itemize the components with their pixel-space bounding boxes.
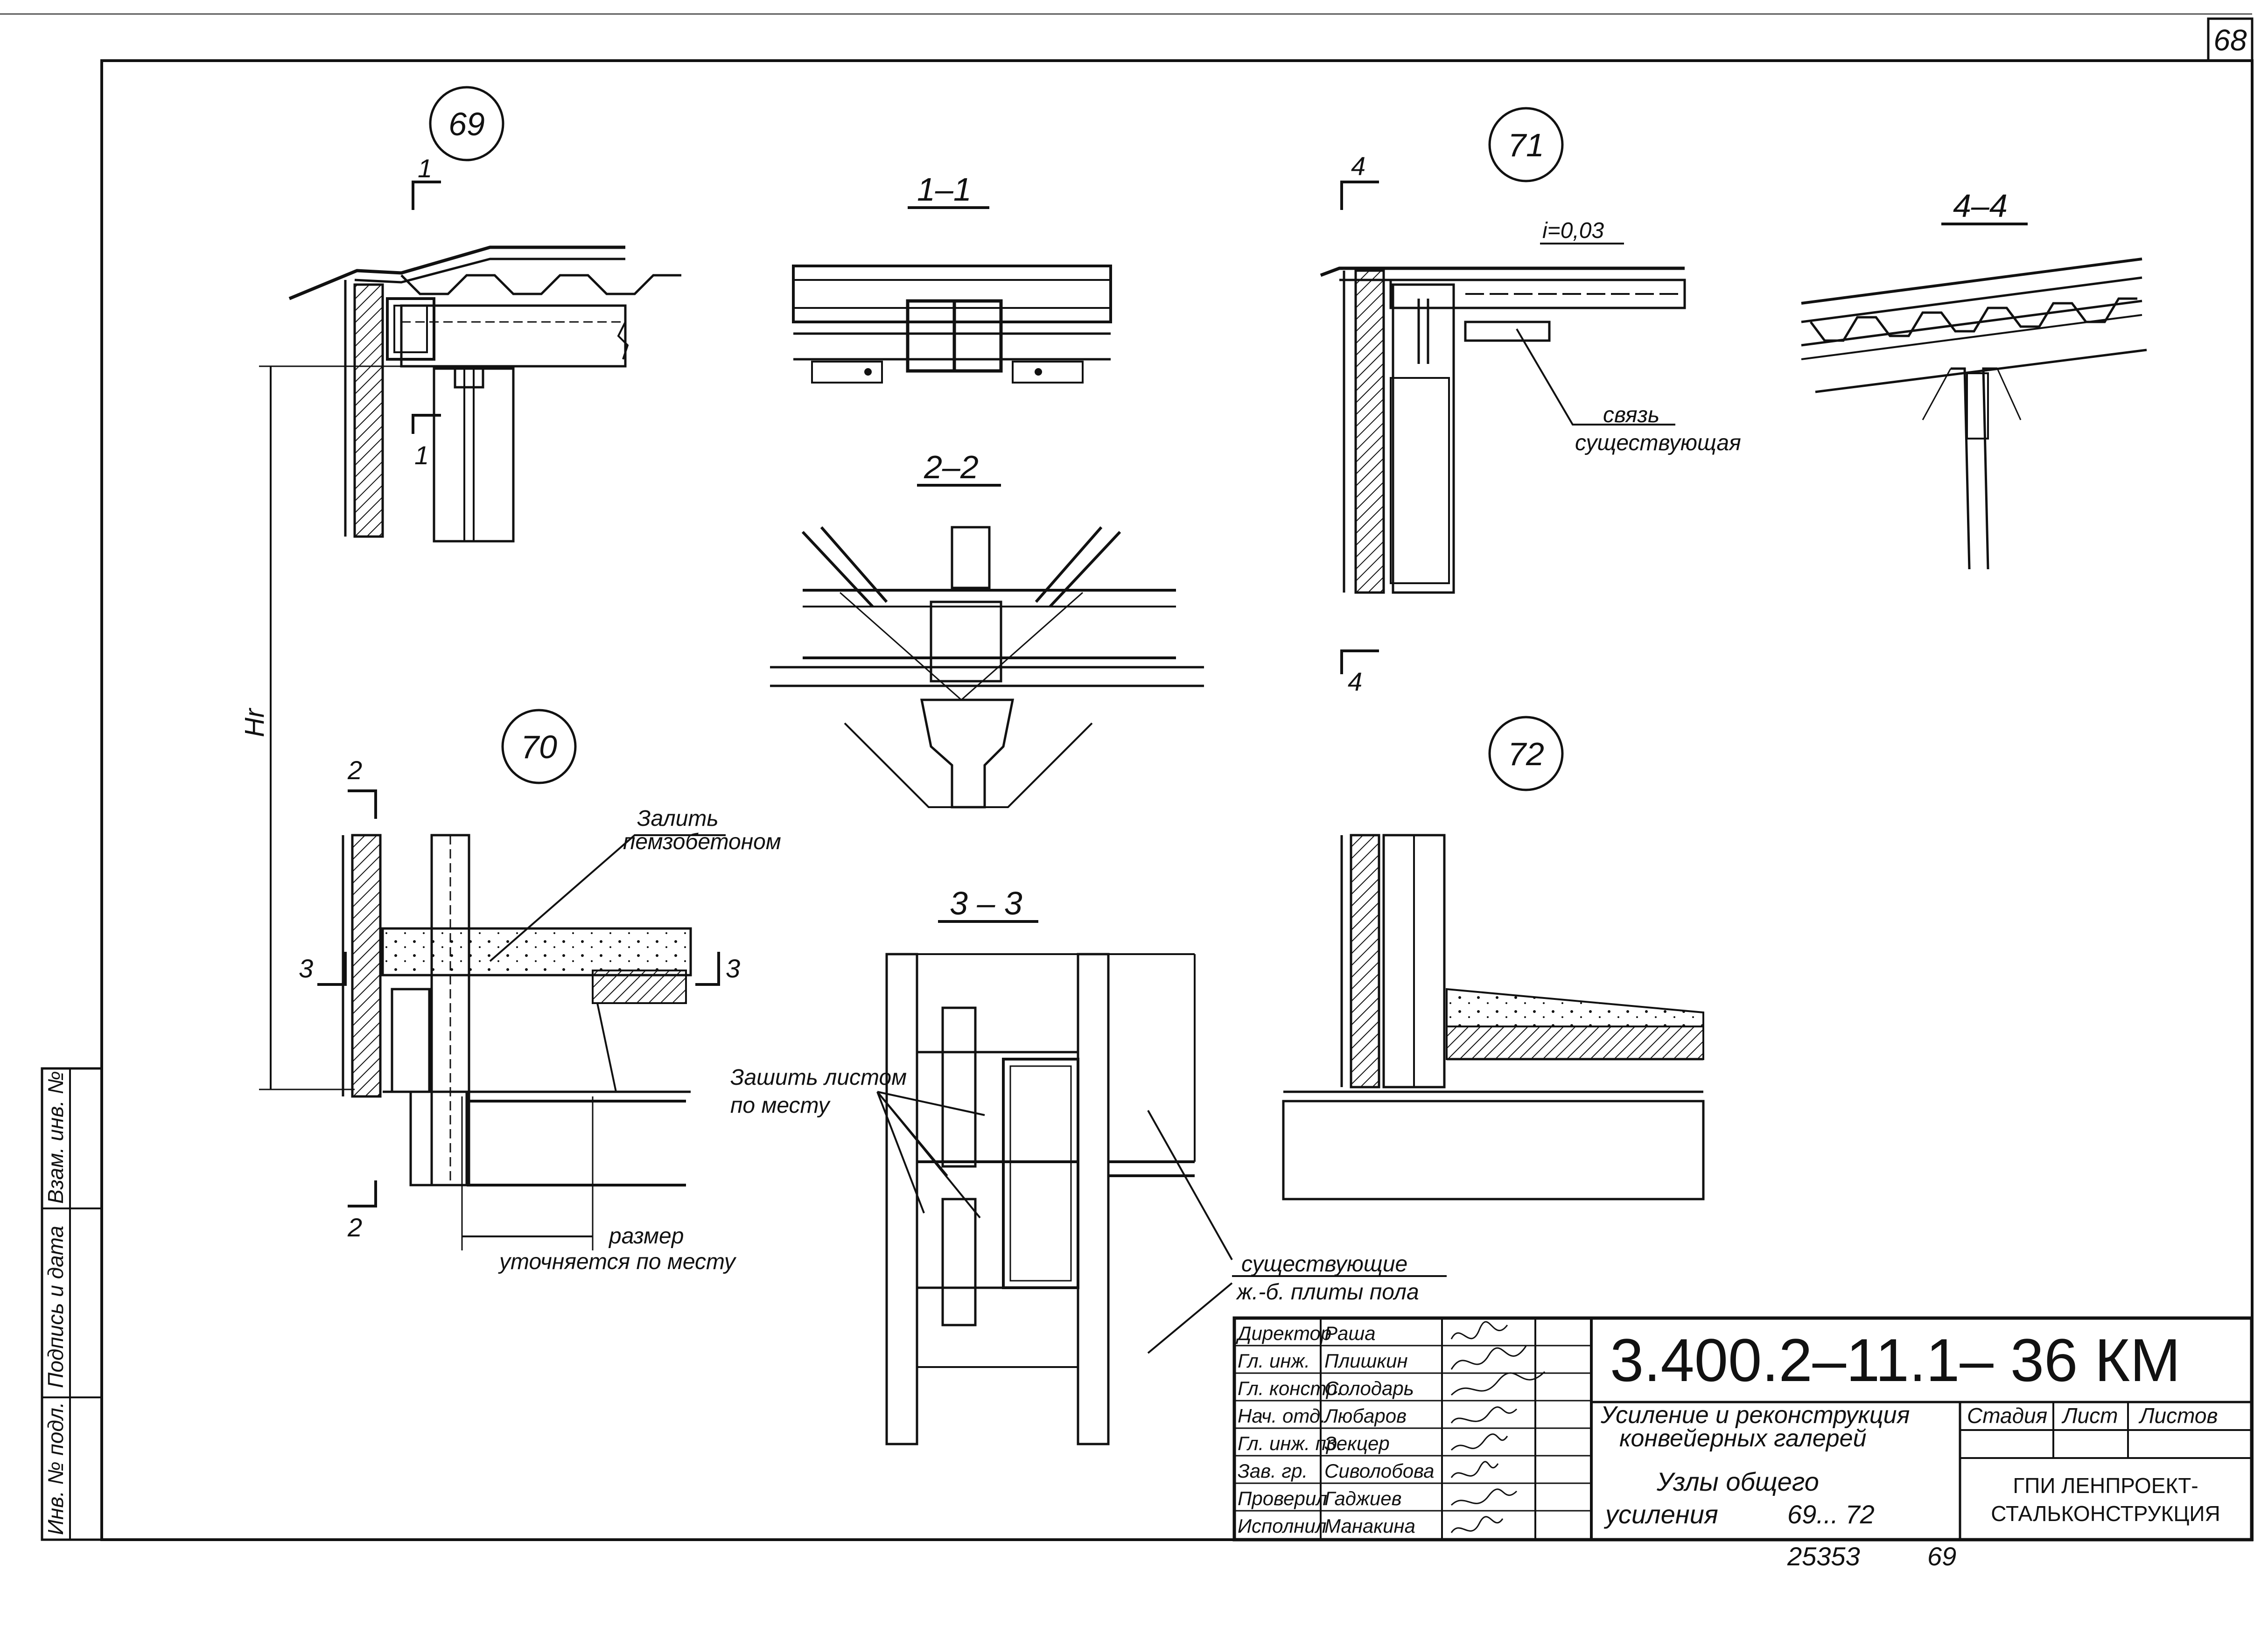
left-margin-stamp: Инв. № подл. Подпись и дата Взам. инв. № xyxy=(41,1067,103,1541)
listov-label: Листов xyxy=(2138,1403,2218,1428)
signature-rows: Директор Раша Гл. инж. Плишкин Гл. конст… xyxy=(1236,1322,1435,1537)
section-4-4-label: 4–4 xyxy=(1953,188,2008,224)
section-3-3: 3 – 3 Зашить листом по месту существующи… xyxy=(730,885,1447,1445)
section-4-4: 4–4 xyxy=(1801,188,2147,570)
sheet-title-range: 69... 72 xyxy=(1787,1500,1875,1529)
handwritten-signatures xyxy=(1450,1321,1546,1533)
cut-1-bottom: 1 xyxy=(414,440,429,470)
sig-name: Любаров xyxy=(1323,1405,1407,1427)
node-72-circle xyxy=(1488,716,1564,791)
drawing-code: 3.400.2–11.1– 36 КМ xyxy=(1610,1326,2181,1394)
sig-role: Зав. гр. xyxy=(1238,1460,1308,1482)
list-label: Лист xyxy=(2061,1403,2118,1428)
cut-4-bottom: 4 xyxy=(1348,667,1362,696)
node-69-circle xyxy=(429,86,504,161)
podpis-data-label: Подпись и дата xyxy=(43,1226,68,1388)
node-72-label: 72 xyxy=(1508,736,1544,772)
sig-role: Директор xyxy=(1236,1322,1331,1344)
cut-2-top: 2 xyxy=(347,755,362,785)
zalit-label: Залить xyxy=(637,806,719,831)
razmer-sub-label: уточняется по месту xyxy=(498,1249,737,1274)
project-title: Усиление и реконструкция xyxy=(1600,1402,1910,1429)
zashit-sub-label: по месту xyxy=(730,1093,831,1118)
sig-role: Исполнил xyxy=(1238,1515,1326,1537)
node-72-detail: 72 xyxy=(1282,716,1705,1200)
cut-2-bottom: 2 xyxy=(347,1213,362,1242)
node-71-label: 71 xyxy=(1508,127,1544,163)
page-number-box xyxy=(2207,17,2254,62)
cut-3-right: 3 xyxy=(726,954,740,983)
section-2-2: 2–2 xyxy=(770,449,1204,809)
svyaz-sub-label: существующая xyxy=(1575,431,1741,455)
section-1-1: 1–1 xyxy=(792,171,1112,384)
sheet-frame: 68 xyxy=(0,14,2254,1541)
org-name: ГПИ ЛЕНПРОЕКТ- xyxy=(2013,1473,2198,1498)
inv-podl-label: Инв. № подл. xyxy=(43,1402,68,1535)
cut-1-top: 1 xyxy=(418,154,432,183)
project-subtitle: конвейерных галерей xyxy=(1619,1425,1867,1452)
sig-name: Плишкин xyxy=(1324,1350,1408,1372)
plity-label: существующие xyxy=(1241,1252,1407,1277)
section-1-1-label: 1–1 xyxy=(917,171,972,208)
org-name-2: СТАЛЬКОНСТРУКЦИЯ xyxy=(1991,1501,2220,1526)
vzam-inv-label: Взам. инв. № xyxy=(43,1071,68,1204)
height-label: Hr xyxy=(239,707,270,737)
section-2-2-label: 2–2 xyxy=(924,449,979,485)
sig-name: Солодарь xyxy=(1324,1377,1414,1399)
sig-role: Гл. инж. xyxy=(1238,1350,1310,1372)
sig-role: Гл. инж. пр. xyxy=(1238,1432,1343,1454)
slope-label: i=0,03 xyxy=(1542,218,1604,243)
sig-name: Гаджиев xyxy=(1324,1487,1402,1509)
sig-name: Манакина xyxy=(1324,1515,1415,1537)
node-70-label: 70 xyxy=(521,729,557,765)
section-3-3-label: 3 – 3 xyxy=(950,885,1022,921)
node-69-label: 69 xyxy=(448,106,485,142)
node-71-circle xyxy=(1488,107,1564,182)
stadia-label: Стадия xyxy=(1967,1403,2047,1428)
sheet-title-2: усиления xyxy=(1603,1500,1718,1529)
cut-3-left: 3 xyxy=(299,954,313,983)
page-number: 68 xyxy=(2213,23,2247,57)
razmer-label: размер xyxy=(608,1224,684,1249)
node-70-circle xyxy=(501,709,577,784)
bottom-stamp: 25353 69 xyxy=(1787,1542,1956,1571)
plity-sub-label: ж.-б. плиты пола xyxy=(1236,1280,1419,1305)
sig-name: Раша xyxy=(1324,1322,1376,1344)
title-block: Директор Раша Гл. инж. Плишкин Гл. конст… xyxy=(1232,1316,2254,1542)
cut-4-top: 4 xyxy=(1351,151,1365,181)
stamp-number: 25353 xyxy=(1787,1542,1860,1571)
sig-role: Нач. отд. xyxy=(1238,1405,1326,1427)
node-69-detail: 69 1 1 xyxy=(288,86,681,543)
sig-role: Проверил xyxy=(1238,1487,1327,1509)
node-70-detail: 70 2 2 3 3 Залить пемзобетоном размер ут… xyxy=(299,709,781,1274)
zashit-label: Зашить листом xyxy=(730,1065,907,1090)
sig-name: Зекцер xyxy=(1324,1432,1390,1454)
height-dimension: Hr xyxy=(239,365,439,1090)
node-71-detail: 71 4 4 i=0,03 связь существующая xyxy=(1320,107,1741,696)
sig-role: Гл. констр. xyxy=(1238,1377,1343,1399)
sheet-title: Узлы общего xyxy=(1656,1467,1819,1496)
stamp-page: 69 xyxy=(1927,1542,1956,1571)
svyaz-label: связь xyxy=(1603,403,1659,427)
zalit-sub-label: пемзобетоном xyxy=(623,830,781,854)
sig-name: Сиволобова xyxy=(1324,1460,1435,1482)
